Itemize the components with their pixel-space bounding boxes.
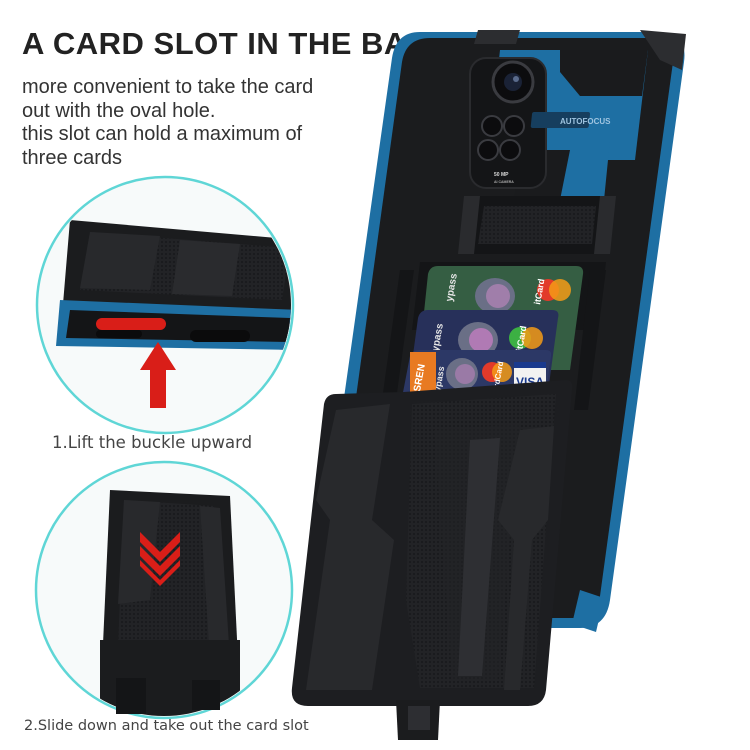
description-line: three cards (22, 146, 123, 169)
step-2-caption: 2.Slide down and take out the card slot (24, 718, 309, 734)
autofocus-badge: AUTOFOCUS (560, 117, 611, 126)
camera-mp-label: 50 MP (494, 172, 509, 178)
step-1-caption: 1.Lift the buckle upward (52, 433, 253, 452)
camera-module: 50 MP AI CAMERA (469, 57, 547, 189)
description-line: more convenient to take the card (22, 76, 314, 98)
arrow-up-icon (140, 342, 176, 408)
headline: A CARD SLOT IN THE BACK (22, 26, 453, 61)
card-brand-text: itCard (514, 325, 528, 352)
phone-case-main: 50 MP AI CAMERA AUTOFOCUS ypass it (291, 30, 686, 740)
card-pass-text: ypass (430, 322, 446, 352)
detail-circle-slide-down (34, 460, 294, 720)
description: more convenient to take the card out wit… (22, 76, 382, 170)
card-pass-text: ypass (444, 272, 460, 302)
card-bank-text: SREN (412, 363, 428, 392)
card-brand-text: itCard (532, 278, 546, 305)
camera-sub-label: AI CAMERA (494, 180, 514, 184)
card-pass-text: ypass (432, 365, 446, 392)
description-line: out with the oval hole. (22, 99, 216, 122)
description-line: this slot can hold a maximum of (22, 123, 303, 145)
detail-circle-lift-buckle (35, 175, 295, 435)
card-holder-panel (291, 380, 573, 740)
kickstand (458, 196, 616, 254)
chevron-down-icon (140, 532, 180, 586)
